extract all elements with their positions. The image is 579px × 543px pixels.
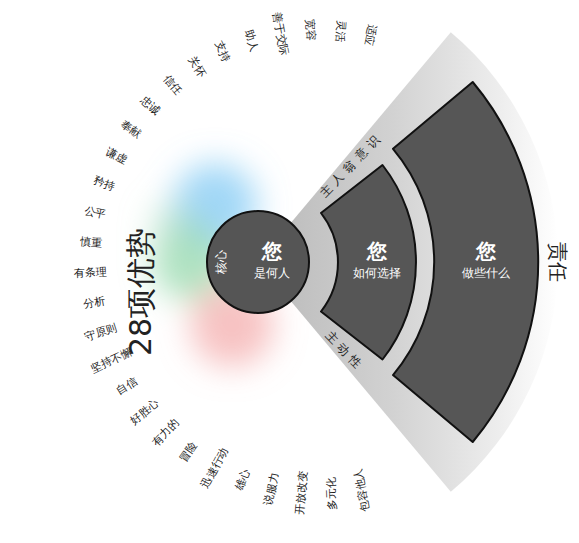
you-heading: 您 <box>367 240 387 262</box>
strength-word: 慎重 <box>79 236 102 250</box>
strength-word: 迅速行动 <box>200 446 231 491</box>
arc-band: 您做些什么 <box>393 82 538 442</box>
you-heading: 您 <box>476 240 496 262</box>
strength-word: 灵活 <box>333 19 347 42</box>
who-label: 是何人 <box>254 267 290 280</box>
strength-word: 包容他人 <box>353 468 373 513</box>
strength-word: 支持 <box>212 40 232 65</box>
band-shape <box>321 165 416 360</box>
arc-band: 您如何选择 <box>321 165 416 360</box>
strength-word: 宽容 <box>303 19 316 42</box>
responsibility-label: 责任 <box>547 242 569 282</box>
you-heading: 您 <box>262 240 282 262</box>
action-label: 做些什么 <box>462 267 510 280</box>
strength-word: 善于交际 <box>270 11 290 56</box>
strength-word: 谦虚 <box>103 146 128 167</box>
wedge-region: 主人翁意识主动性核心您是何人您如何选择您做些什么 <box>200 30 560 494</box>
strength-word: 多元化 <box>325 477 339 510</box>
strength-word: 信任 <box>160 73 183 98</box>
strength-word: 说服力 <box>263 471 282 506</box>
strength-word: 分析 <box>82 295 106 311</box>
strength-word: 公平 <box>83 205 107 221</box>
arc-band <box>393 82 538 442</box>
strength-word: 好胜心 <box>128 396 161 427</box>
choice-label: 如何选择 <box>353 267 401 280</box>
strength-word: 雄心 <box>233 468 252 493</box>
strength-word: 有力的 <box>150 417 181 450</box>
strength-word: 关怀 <box>185 55 207 80</box>
strength-word: 忠诚 <box>138 94 162 118</box>
core-circle: 核心 您是何人 <box>206 210 310 314</box>
strength-word: 适应 <box>362 23 378 47</box>
strength-word: 冒险 <box>178 440 201 465</box>
strength-word: 助人 <box>241 29 259 54</box>
strength-word: 矜持 <box>91 174 116 193</box>
strength-word: 开放改变 <box>294 471 310 516</box>
strength-word: 有条理 <box>73 266 107 280</box>
band-shape <box>393 82 538 442</box>
strength-word: 守原则 <box>83 322 118 344</box>
core-label: 核心 <box>215 250 228 274</box>
arc-band <box>321 165 416 359</box>
strengths-title: 28项优势 <box>124 228 157 356</box>
strength-word: 自信 <box>114 376 139 398</box>
core-circle <box>207 211 309 313</box>
strength-word: 奉献 <box>119 119 144 141</box>
